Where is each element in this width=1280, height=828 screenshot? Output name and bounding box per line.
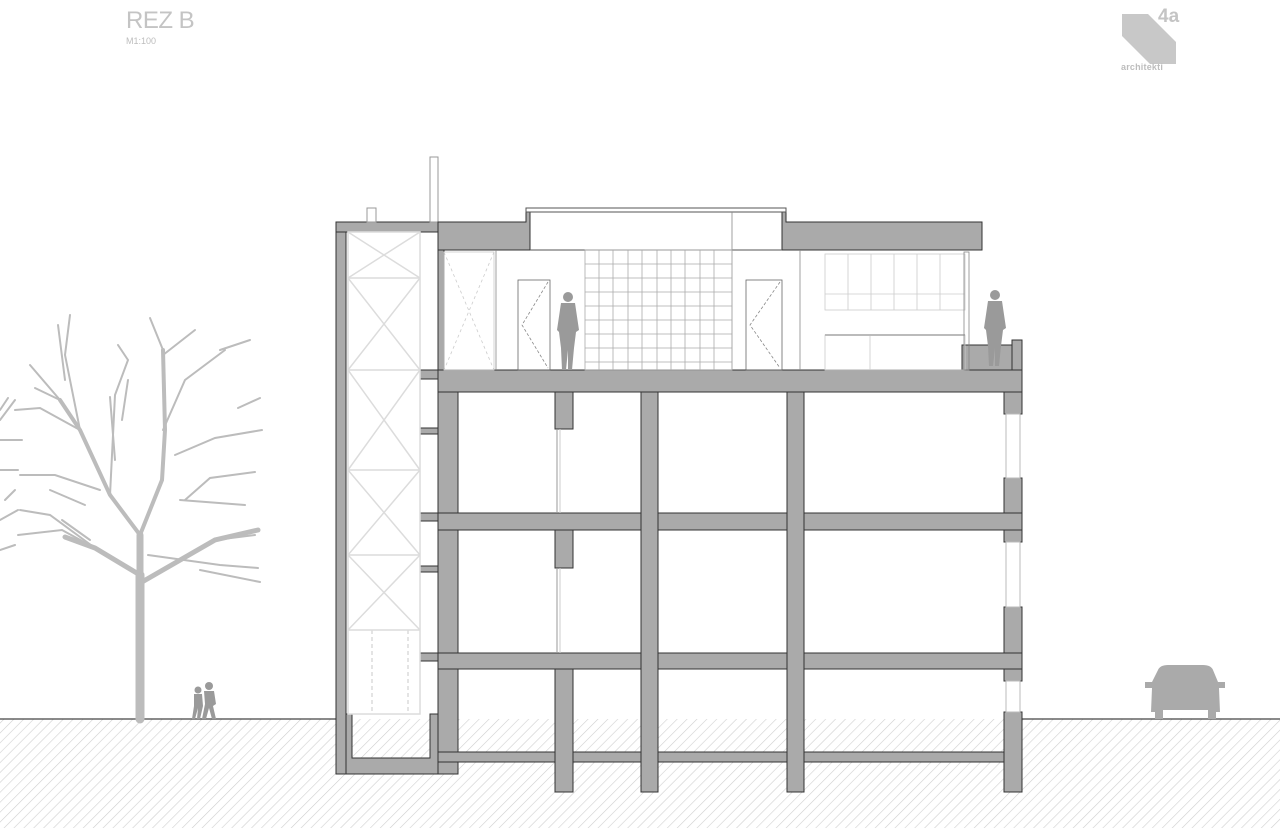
logo-name: architekti (1121, 62, 1164, 72)
roof-pavilion (443, 212, 970, 371)
east-windows (1005, 413, 1021, 713)
tower-wall-left (335, 221, 347, 775)
tower-roof-slab (335, 221, 443, 233)
building-section (335, 156, 1023, 793)
roof-slab-west (437, 211, 531, 251)
title-block: REZ B M1:100 (126, 7, 195, 47)
logo-number: 4a (1158, 6, 1180, 27)
slab-ground (437, 751, 1023, 763)
kitchen-units (824, 253, 966, 371)
logo-mark-icon (1122, 14, 1176, 64)
architect-logo: 4a architekti (1120, 6, 1184, 76)
car-icon (1145, 665, 1225, 719)
lift-shaft (347, 231, 421, 715)
wall-west (437, 379, 459, 775)
person-icon-1 (557, 292, 579, 370)
person-icon-2 (984, 290, 1006, 366)
tree-icon (0, 314, 263, 724)
wall-west-upper (437, 231, 445, 381)
slab-level-2 (437, 512, 1023, 531)
drawing-scale: M1:100 (126, 36, 157, 46)
pedestrians-icon (192, 682, 216, 719)
slab-level-3 (437, 369, 1023, 393)
glass-block-wall (584, 249, 733, 371)
interior-doors (556, 429, 561, 653)
lift-pit (345, 713, 439, 775)
ground (0, 718, 1280, 828)
slab-level-1 (437, 652, 1023, 670)
roof-slab-east (781, 211, 983, 251)
drawing-title: REZ B (126, 7, 195, 34)
